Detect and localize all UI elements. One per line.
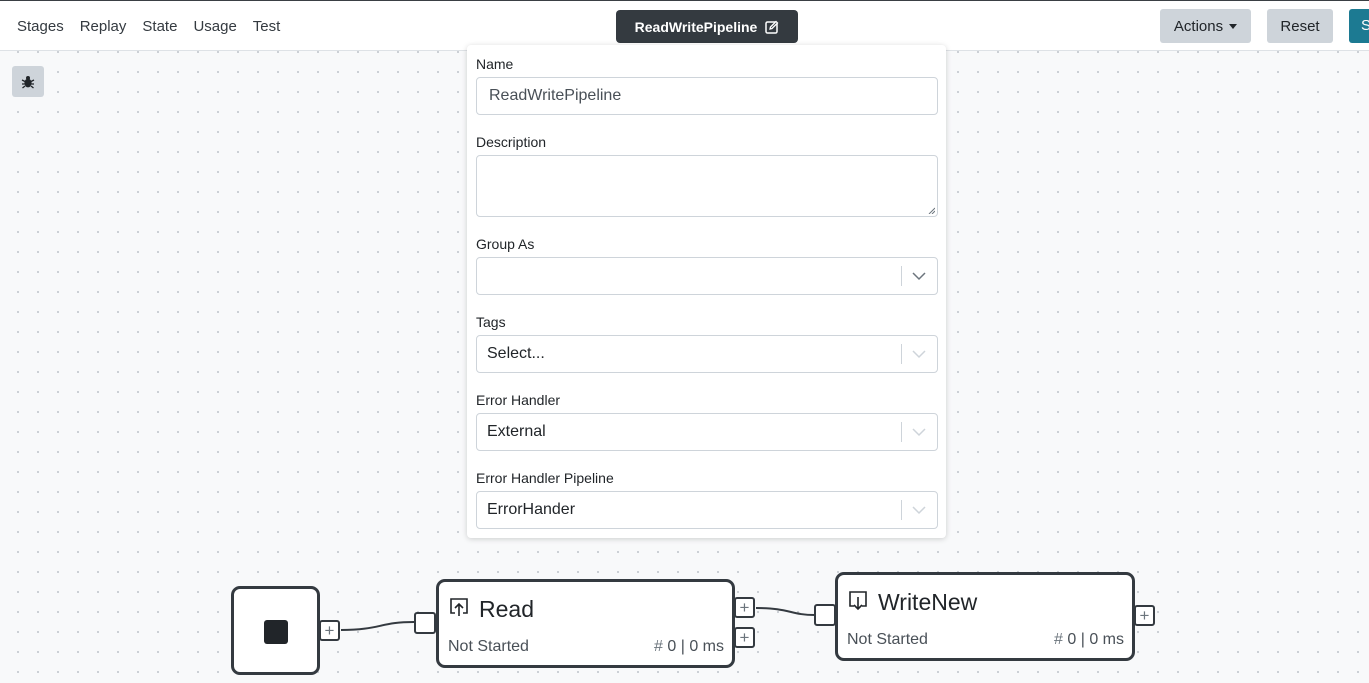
error-pipeline-select[interactable]: ErrorHander bbox=[476, 491, 938, 529]
read-stage-node[interactable]: Read Not Started # 0 | 0 ms bbox=[436, 579, 735, 668]
read-stage-duration: 0 ms bbox=[689, 638, 724, 655]
error-handler-select[interactable]: External bbox=[476, 413, 938, 451]
nav-stages[interactable]: Stages bbox=[17, 17, 64, 35]
tags-label: Tags bbox=[476, 314, 506, 330]
pipeline-title-button[interactable]: ReadWritePipeline bbox=[616, 10, 798, 43]
edge-start-read bbox=[340, 621, 415, 631]
write-stage-count: 0 bbox=[1067, 631, 1077, 648]
edit-icon bbox=[765, 20, 779, 34]
top-bar: Stages Replay State Usage Test ReadWrite… bbox=[0, 0, 1369, 51]
stop-icon bbox=[264, 620, 288, 644]
description-textarea[interactable] bbox=[476, 155, 938, 217]
pipeline-title: ReadWritePipeline bbox=[634, 18, 758, 35]
write-stage-duration: 0 ms bbox=[1089, 631, 1124, 648]
read-stage-status: Not Started bbox=[448, 638, 529, 655]
chevron-down-icon bbox=[912, 272, 926, 281]
chevron-down-icon bbox=[912, 428, 926, 437]
read-output-port-2[interactable]: + bbox=[734, 627, 755, 648]
save-button[interactable]: Save bbox=[1349, 9, 1369, 43]
write-stage-title: WriteNew bbox=[878, 589, 978, 615]
pipeline-settings-panel: Name ReadWritePipeline Description Group… bbox=[467, 45, 946, 538]
upload-icon bbox=[450, 598, 468, 616]
write-stage-status: Not Started bbox=[847, 631, 928, 648]
error-handler-value: External bbox=[487, 423, 546, 440]
tags-select[interactable]: Select... bbox=[476, 335, 938, 373]
edge-read-write bbox=[755, 607, 816, 616]
reset-label: Reset bbox=[1280, 17, 1320, 35]
debug-button[interactable] bbox=[12, 66, 44, 97]
write-stage-node[interactable]: WriteNew Not Started # 0 | 0 ms bbox=[835, 572, 1135, 661]
group-as-select[interactable] bbox=[476, 257, 938, 295]
resize-handle-icon bbox=[928, 207, 935, 214]
error-handler-label: Error Handler bbox=[476, 392, 561, 408]
group-as-label: Group As bbox=[476, 236, 535, 252]
select-separator bbox=[901, 500, 902, 520]
read-stage-count: 0 bbox=[667, 638, 677, 655]
error-pipeline-label: Error Handler Pipeline bbox=[476, 470, 614, 486]
write-input-port[interactable] bbox=[814, 604, 836, 626]
nav-usage[interactable]: Usage bbox=[193, 17, 237, 35]
tags-placeholder: Select... bbox=[487, 345, 545, 362]
nav-replay[interactable]: Replay bbox=[79, 17, 127, 35]
write-stage-metrics: # 0 | 0 ms bbox=[1054, 631, 1124, 648]
actions-dropdown-button[interactable]: Actions bbox=[1160, 9, 1251, 43]
chevron-down-icon bbox=[912, 350, 926, 359]
start-node[interactable] bbox=[231, 586, 320, 675]
reset-button[interactable]: Reset bbox=[1267, 9, 1333, 43]
read-stage-metrics: # 0 | 0 ms bbox=[654, 638, 724, 655]
read-output-port-1[interactable]: + bbox=[734, 597, 755, 618]
nav-state[interactable]: State bbox=[142, 17, 178, 35]
read-input-port[interactable] bbox=[414, 612, 436, 634]
name-label: Name bbox=[476, 56, 514, 72]
select-separator bbox=[901, 422, 902, 442]
read-stage-title: Read bbox=[479, 596, 534, 622]
start-add-port[interactable]: + bbox=[319, 620, 340, 641]
nav-test[interactable]: Test bbox=[252, 17, 281, 35]
download-icon bbox=[849, 591, 867, 611]
name-input[interactable]: ReadWritePipeline bbox=[476, 77, 938, 115]
error-pipeline-value: ErrorHander bbox=[487, 501, 576, 518]
actions-label: Actions bbox=[1173, 17, 1224, 35]
save-label: Save bbox=[1361, 17, 1369, 34]
bug-icon bbox=[21, 75, 35, 89]
caret-down-icon bbox=[1229, 23, 1238, 29]
select-separator bbox=[901, 344, 902, 364]
main-nav: Stages Replay State Usage Test bbox=[0, 1, 295, 51]
write-output-port[interactable]: + bbox=[1134, 605, 1155, 626]
name-input-value: ReadWritePipeline bbox=[489, 87, 622, 104]
chevron-down-icon bbox=[912, 506, 926, 515]
select-separator bbox=[901, 266, 902, 286]
description-label: Description bbox=[476, 134, 547, 150]
